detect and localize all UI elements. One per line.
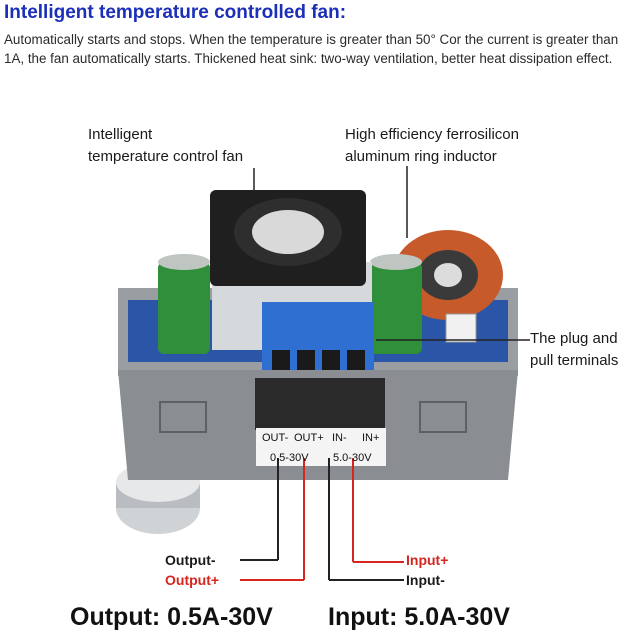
fan-callout: Intelligent temperature control fan [88,124,243,168]
terminal-out-plus: OUT+ [294,432,324,444]
inner-board [255,378,385,430]
capacitor-right-top [370,254,422,270]
intro-text: Automatically starts and stops. When the… [4,32,619,66]
terminal-out-minus: OUT- [262,432,289,444]
inductor-center [434,263,462,287]
output-spec: Output: 0.5A-30V [70,603,273,631]
input-spec: Input: 5.0A-30V [328,603,510,631]
terminals-callout-line1: The plug and [530,330,618,347]
capacitor-right [370,262,422,354]
case-slot-left [159,401,207,433]
terminal-in-plus: IN+ [362,432,380,444]
capacitor-left [158,262,210,354]
terminal-screw-4 [347,350,365,372]
terminals-callout-line2: pull terminals [530,352,619,369]
terminal-screw-1 [272,350,290,372]
case-slot-right [419,401,467,433]
output-plus-label: Output+ [165,572,220,588]
output-minus-label: Output- [165,552,216,568]
inductor-callout: High efficiency ferrosilicon aluminum ri… [345,124,519,168]
input-minus-label: Input- [406,572,445,588]
terminal-in-minus: IN- [332,432,347,444]
fan-callout-line2: temperature control fan [88,148,244,165]
inductor-callout-line2: aluminum ring inductor [345,148,497,165]
fan-callout-line1: Intelligent [88,126,153,143]
capacitor-left-top [158,254,210,270]
inductor-callout-line1: High efficiency ferrosilicon [345,126,519,143]
terminal-in-range: 5.0-30V [333,452,372,464]
input-plus-label: Input+ [406,552,449,568]
terminal-out-range: 0.5-30V [270,452,309,464]
terminal-screw-3 [322,350,340,372]
terminals-callout: The plug and pull terminals [530,328,618,372]
fan-hub [252,210,324,254]
terminal-screw-2 [297,350,315,372]
headline: Intelligent temperature controlled fan: [4,2,347,23]
white-connector [445,313,477,343]
